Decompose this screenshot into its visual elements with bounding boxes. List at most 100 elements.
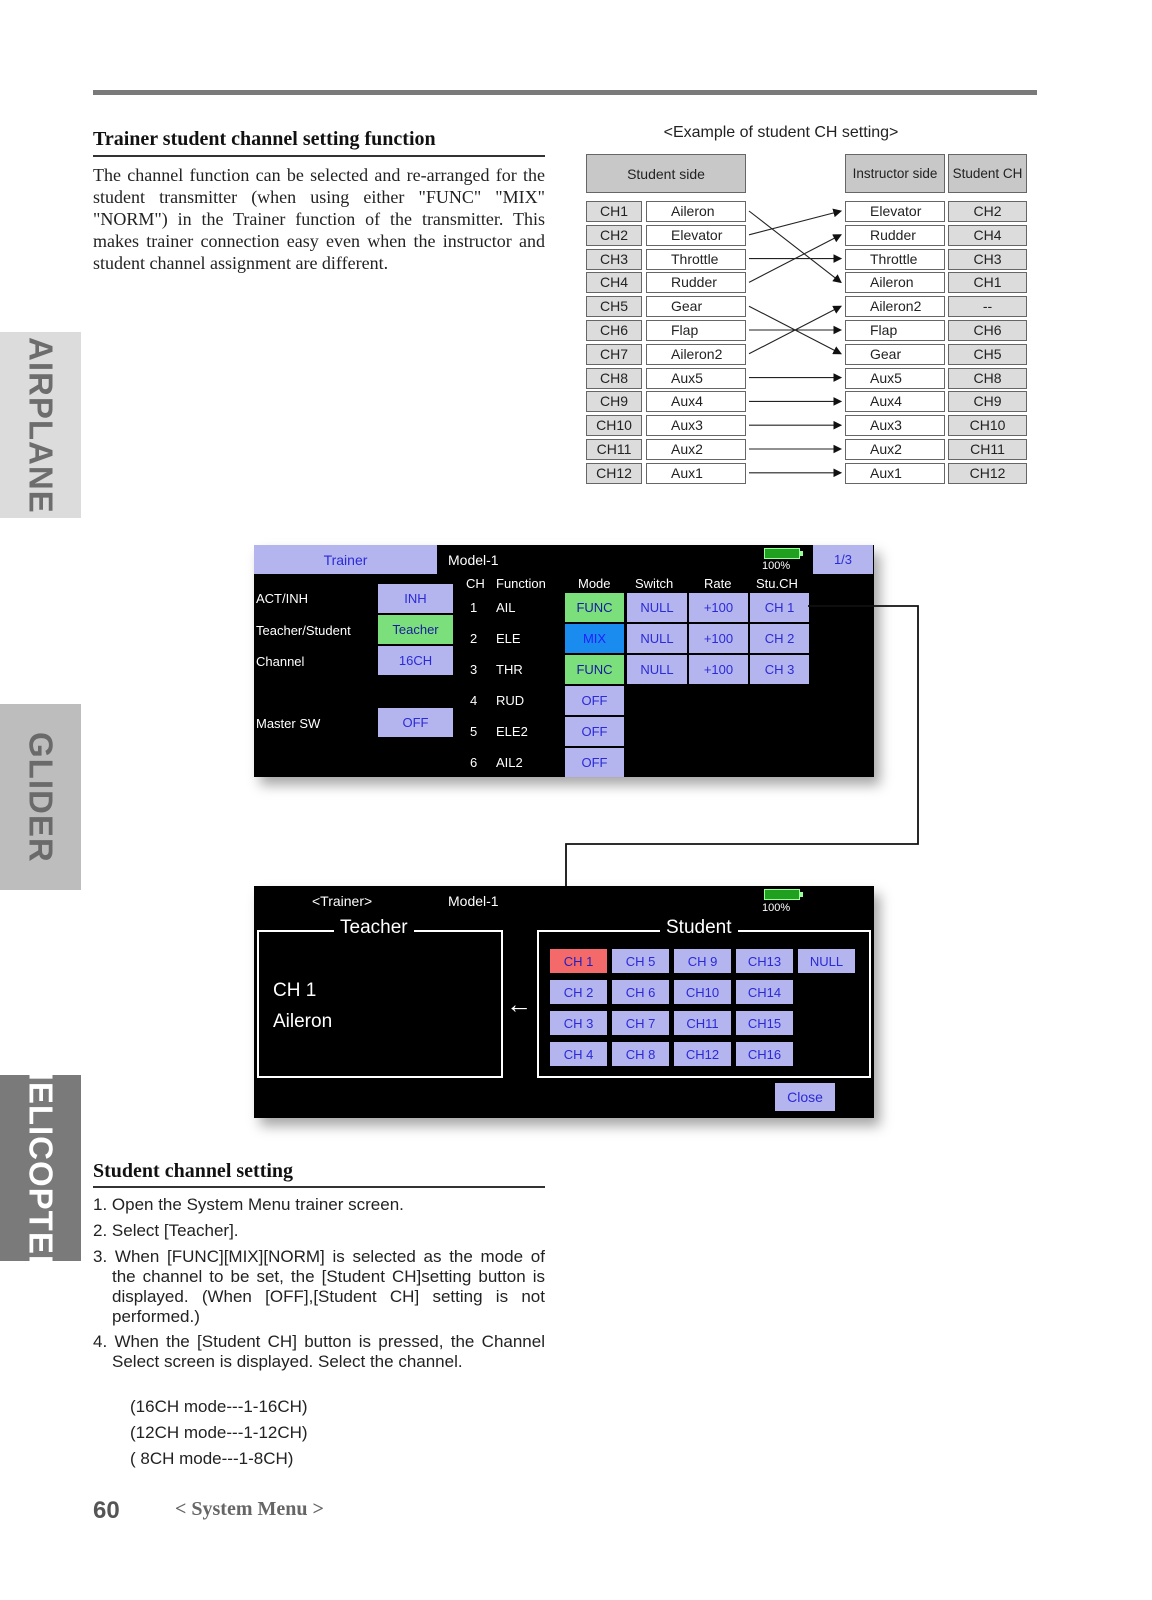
mode-button[interactable]: MIX: [565, 624, 624, 653]
rate-button[interactable]: +100: [689, 655, 748, 684]
channel-button[interactable]: 16CH: [378, 646, 453, 675]
step-2: 2. Select [Teacher].: [93, 1221, 239, 1240]
mode-16ch: (16CH mode---1-16CH): [130, 1397, 308, 1416]
channel-select-button[interactable]: CH16: [736, 1042, 793, 1066]
section1-title: Trainer student channel setting function: [93, 128, 436, 150]
tab-airplane: AIRPLANE: [0, 332, 81, 518]
channel-select-button[interactable]: CH 1: [550, 949, 607, 973]
teacher-function: Aileron: [273, 1011, 333, 1032]
mode-button[interactable]: FUNC: [565, 593, 624, 622]
mapping-arrows: [748, 208, 843, 478]
student-ch-cell: CH2: [586, 224, 642, 246]
channel-select-button[interactable]: CH13: [736, 949, 793, 973]
rate-button[interactable]: +100: [689, 593, 748, 622]
student-function-cell: Rudder: [646, 272, 746, 294]
label-teacher-student: Teacher/Student: [256, 623, 351, 638]
mode-button[interactable]: FUNC: [565, 655, 624, 684]
trainer-screen: Trainer Model-1 100% 1/3 ACT/INH INH Tea…: [254, 545, 874, 777]
channel-select-button[interactable]: CH 9: [674, 949, 731, 973]
switch-button[interactable]: NULL: [627, 655, 687, 684]
col-stu-ch: Stu.CH: [756, 576, 798, 591]
channel-select-button[interactable]: CH 2: [550, 980, 607, 1004]
section2-title: Student channel setting: [93, 1160, 294, 1182]
channel-select-button[interactable]: CH 4: [550, 1042, 607, 1066]
instructor-function-cell: Aux5: [845, 367, 945, 389]
row-ch-number: 4: [470, 693, 478, 708]
page-button[interactable]: 1/3: [813, 545, 873, 574]
student-ch-assigned-cell: CH6: [948, 320, 1027, 341]
mode-12ch: (12CH mode---1-12CH): [130, 1423, 308, 1442]
channel-select-button[interactable]: CH15: [736, 1011, 793, 1035]
row-ch-number: 1: [470, 600, 478, 615]
channel-select-screen: <Trainer> Model-1 100% Teacher CH 1 Aile…: [254, 886, 874, 1118]
mode-button[interactable]: OFF: [565, 686, 624, 715]
tab-helicopter: HELICOPTER: [0, 1057, 81, 1279]
teacher-student-button[interactable]: Teacher: [378, 615, 453, 644]
channel-select-button[interactable]: CH12: [674, 1042, 731, 1066]
section1-body: The channel function can be selected and…: [93, 165, 545, 273]
label-act-inh: ACT/INH: [256, 591, 308, 606]
student-ch-cell: CH3: [586, 248, 642, 270]
trainer-title-button[interactable]: Trainer: [254, 545, 437, 574]
channel-select-button[interactable]: CH14: [736, 980, 793, 1004]
student-ch-assigned-cell: CH9: [948, 391, 1027, 413]
student-ch-button[interactable]: CH 2: [750, 624, 809, 653]
row-function: ELE: [496, 631, 521, 646]
mode-button[interactable]: OFF: [565, 748, 624, 777]
mode-8ch: ( 8CH mode---1-8CH): [130, 1449, 294, 1468]
row-ch-number: 6: [470, 755, 478, 770]
rate-button[interactable]: +100: [689, 624, 748, 653]
student-function-cell: Elevator: [646, 224, 746, 246]
master-sw-button[interactable]: OFF: [378, 708, 453, 737]
channel-select-button[interactable]: CH 6: [612, 980, 669, 1004]
instructor-function-cell: Aileron2: [845, 296, 945, 318]
section1-rule: [93, 155, 545, 157]
student-ch-assigned-cell: CH11: [948, 439, 1027, 460]
switch-button[interactable]: NULL: [627, 593, 687, 622]
student-ch-cell: CH6: [586, 320, 642, 341]
col-rate: Rate: [704, 576, 732, 591]
instructor-function-cell: Throttle: [845, 248, 945, 270]
instructor-function-cell: Rudder: [845, 224, 945, 246]
channel-select-button[interactable]: CH 7: [612, 1011, 669, 1035]
channel-select-button[interactable]: CH10: [674, 980, 731, 1004]
battery-icon: [764, 548, 803, 559]
footer-section: < System Menu >: [175, 1498, 324, 1520]
student-ch-cell: CH12: [586, 462, 642, 484]
battery-level: 100%: [762, 902, 791, 914]
student-ch-cell: CH5: [586, 296, 642, 318]
student-ch-assigned-cell: CH2: [948, 201, 1027, 222]
teacher-frame-title: Teacher: [334, 917, 414, 939]
col-mode: Mode: [578, 576, 611, 591]
channel-select-button[interactable]: CH 5: [612, 949, 669, 973]
student-function-cell: Aux4: [646, 391, 746, 413]
channel-select-button[interactable]: CH11: [674, 1011, 731, 1035]
student-ch-button[interactable]: CH 3: [750, 655, 809, 684]
channel-select-button[interactable]: CH 3: [550, 1011, 607, 1035]
step-1: 1. Open the System Menu trainer screen.: [93, 1195, 404, 1214]
mode-button[interactable]: OFF: [565, 717, 624, 746]
connector-line: [565, 605, 919, 888]
label-channel: Channel: [256, 654, 305, 669]
row-ch-number: 3: [470, 662, 478, 677]
row-ch-number: 2: [470, 631, 478, 646]
row-ch-number: 5: [470, 724, 478, 739]
screen2-title: <Trainer>: [312, 893, 373, 909]
close-button[interactable]: Close: [775, 1083, 835, 1111]
mapping-arrow: [748, 305, 842, 355]
step-3: 3. When [FUNC][MIX][NORM] is selected as…: [93, 1247, 545, 1326]
left-arrow-icon: ←: [506, 989, 532, 1019]
mapping-arrow: [748, 208, 843, 236]
act-inh-button[interactable]: INH: [378, 584, 453, 613]
student-side-header: Student side: [586, 154, 746, 193]
instructor-side-header: Instructor side: [845, 154, 945, 193]
student-ch-cell: CH10: [586, 415, 642, 437]
student-function-cell: Flap: [646, 320, 746, 341]
student-ch-assigned-cell: CH10: [948, 415, 1027, 437]
switch-button[interactable]: NULL: [627, 624, 687, 653]
instructor-function-cell: Aux2: [845, 439, 945, 460]
null-channel-button[interactable]: NULL: [798, 949, 855, 973]
channel-select-button[interactable]: CH 8: [612, 1042, 669, 1066]
student-ch-button[interactable]: CH 1: [750, 593, 809, 622]
